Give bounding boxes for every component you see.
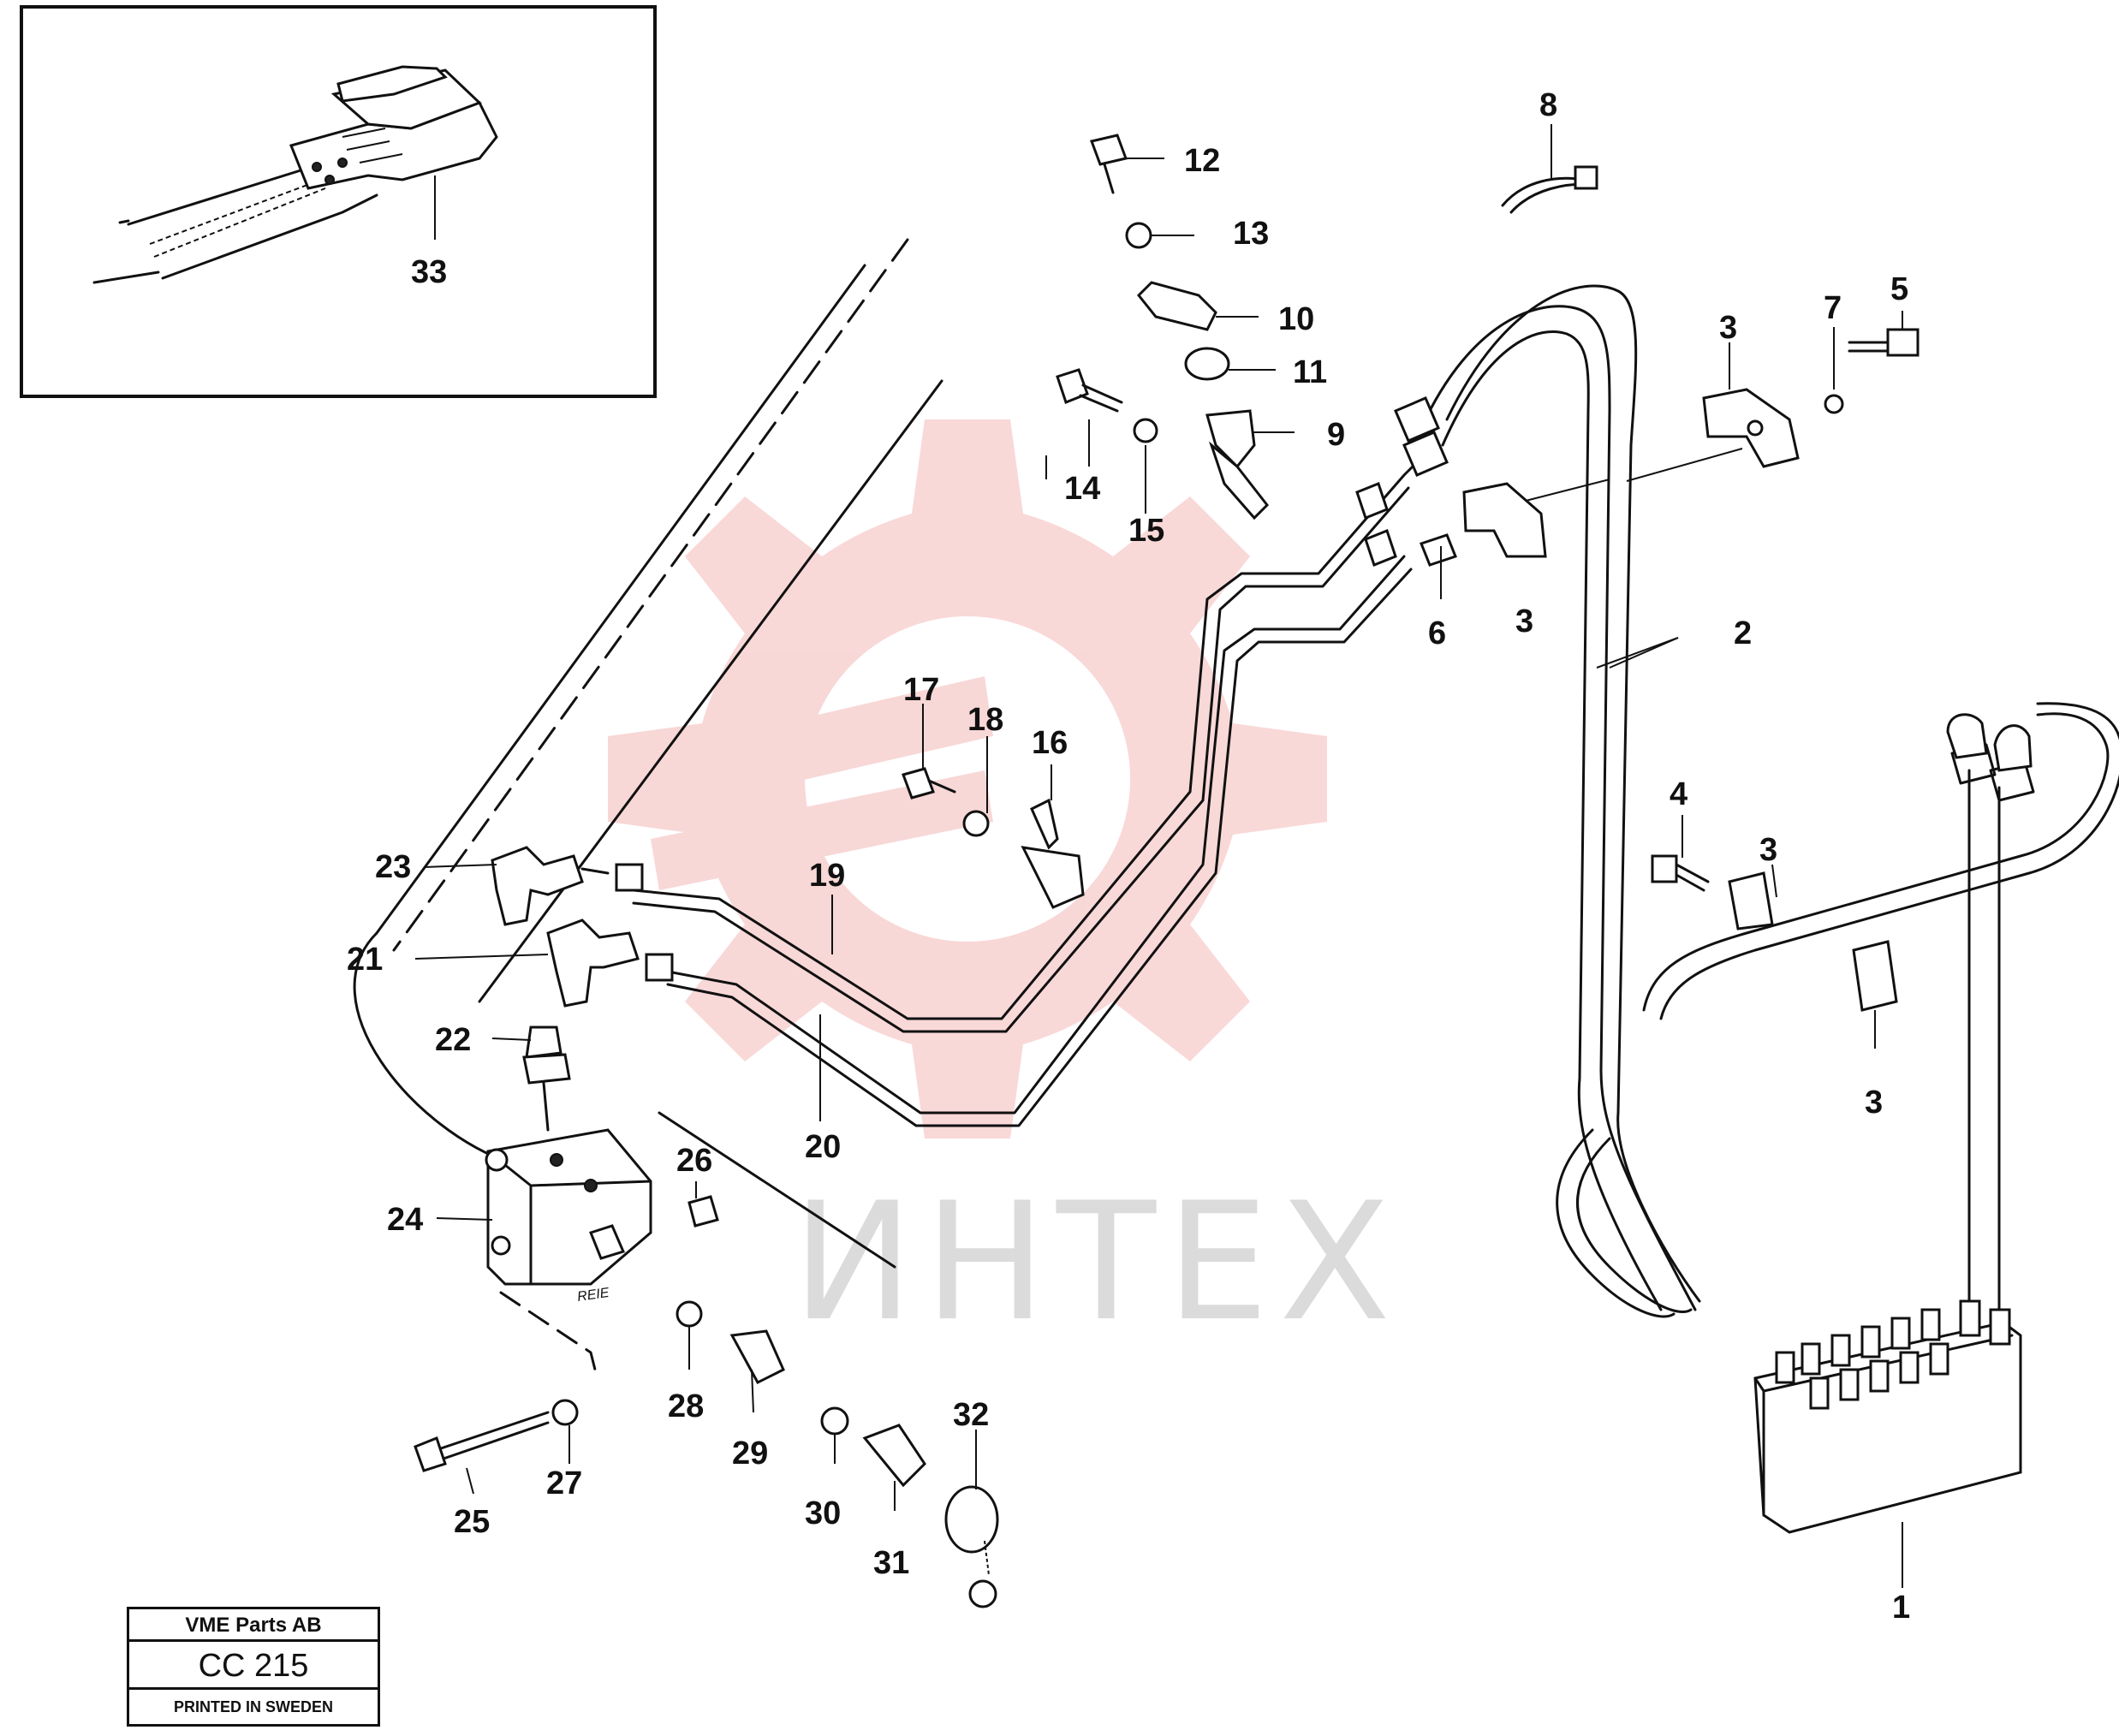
title-block: VME Parts AB CC 215 PRINTED IN SWEDEN [127,1607,380,1727]
strap-buckle-drawing [92,65,498,284]
callout-3-middle: 3 [1515,603,1533,639]
title-block-printed: PRINTED IN SWEDEN [173,1698,333,1715]
washer-7 [1824,394,1844,414]
bracket-10 [1136,281,1217,331]
callout-13: 13 [1233,216,1269,252]
callout-30: 30 [805,1495,841,1531]
callout-numbers: 1 2 3 3 3 3 4 5 6 7 8 9 10 11 12 13 14 1… [347,87,1910,1626]
washer-18 [962,810,990,837]
watermark-text: ИНТЕХ [792,1168,1401,1357]
callout-19: 19 [809,858,845,894]
callout-6: 6 [1428,615,1446,651]
callout-25: 25 [454,1504,490,1540]
bolt-12 [1090,134,1128,194]
machine-outline [353,238,943,1371]
callout-3-top: 3 [1719,310,1737,346]
callout-3-right-upper: 3 [1759,832,1777,868]
callout-26: 26 [676,1143,712,1179]
hose-right-pair [1642,702,2119,1337]
inset-detail-box: 33 [20,5,657,398]
callout-24: 24 [387,1202,423,1238]
callout-31: 31 [873,1545,909,1581]
distribution-block-1 [1753,1299,2022,1534]
leader-lines [414,124,1903,1588]
bolt-4 [1651,854,1710,892]
callout-29: 29 [732,1436,768,1471]
callout-3-right-lower: 3 [1865,1085,1883,1121]
callout-17: 17 [903,672,939,708]
callout-2: 2 [1734,615,1752,651]
nut-26 [687,1195,719,1228]
hose-fittings-top [1355,396,1449,567]
callout-10: 10 [1278,301,1314,337]
bracket-9 [1205,409,1269,520]
bolt-5 [1848,328,1920,357]
callout-8: 8 [1539,87,1557,123]
callout-33: 33 [411,254,447,290]
clamp-3-lower [1728,871,1774,930]
elbow-21 [546,919,674,1008]
callout-1: 1 [1892,1590,1910,1626]
callout-27: 27 [546,1465,582,1501]
title-block-company: VME Parts AB [129,1609,378,1642]
callout-11: 11 [1293,354,1327,390]
bolt-25 [414,1399,579,1472]
component-mark: REIE [576,1286,610,1305]
bolt-17 [902,767,956,800]
callout-22: 22 [435,1022,471,1058]
callout-23: 23 [375,849,411,885]
clamp-3-bottom [1852,940,1898,1012]
callout-14: 14 [1064,471,1100,507]
fitting-29-area [589,1224,999,1608]
callout-4: 4 [1670,776,1687,812]
valve-block-24: REIE [485,1128,652,1305]
callout-18: 18 [967,702,1003,738]
hose-2-pair [1420,284,1701,1318]
callout-16: 16 [1032,725,1068,761]
callout-9: 9 [1327,417,1345,453]
callout-15: 15 [1128,513,1164,549]
callout-12: 12 [1184,143,1220,179]
block-nipples [1775,1299,2011,1410]
callout-32: 32 [953,1397,989,1433]
clamp-3-top [1702,388,1800,468]
callout-28: 28 [668,1388,704,1424]
title-block-code: CC 215 [129,1642,378,1690]
spacer-11 [1184,347,1230,381]
clamp-3-middle [1462,482,1547,558]
tie-band-8 [1501,165,1598,214]
washer-13 [1125,222,1152,249]
callout-20: 20 [805,1129,841,1165]
nut-6 [1420,533,1457,567]
nipple-22 [522,1026,571,1132]
bracket-16 [1021,798,1085,909]
callout-21: 21 [347,942,383,978]
callout-7: 7 [1824,290,1842,326]
bolt-14 [1056,368,1123,413]
elbow-23 [491,846,644,926]
callout-5: 5 [1890,271,1908,307]
washer-15 [1133,418,1158,443]
pipe-19-20 [632,465,1414,1127]
